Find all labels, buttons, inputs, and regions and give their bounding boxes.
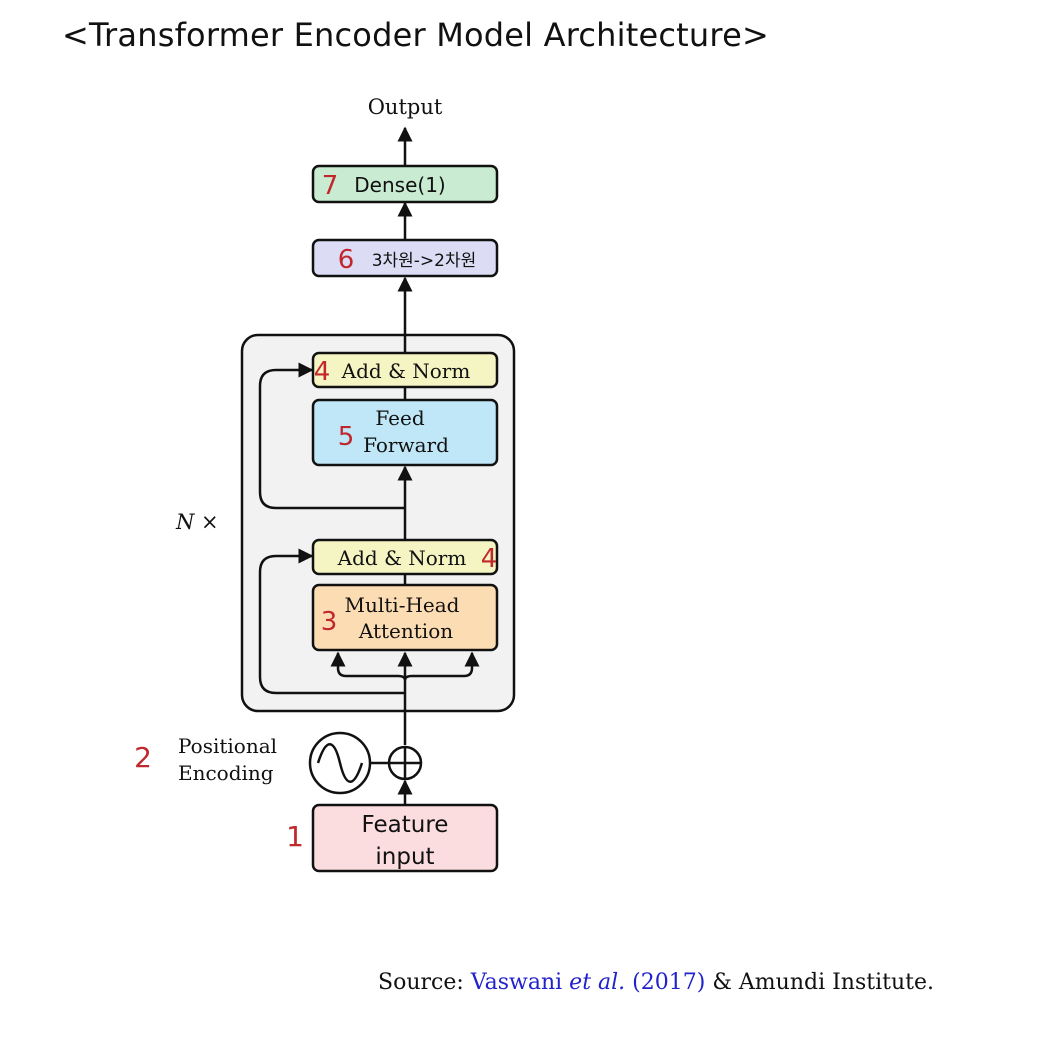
add-norm-bottom-box (311, 538, 499, 576)
source-etal: et al. (569, 970, 626, 995)
add-norm-bottom-block: Add & Norm 4 (311, 538, 499, 576)
multi-head-attention-box (311, 583, 499, 652)
source-suffix: & Amundi Institute. (705, 970, 934, 995)
add-norm-top-label: Add & Norm (341, 359, 471, 383)
reshape-label: 3차원->2차원 (372, 251, 477, 271)
feed-forward-box (311, 398, 499, 467)
source-prefix: Source: (378, 970, 471, 995)
attention-split-arrows (330, 651, 480, 681)
source-year: (2017) (625, 970, 706, 995)
residual-connections (258, 362, 405, 695)
positional-encoding-label: 2 Positional Encoding (134, 734, 277, 785)
add-norm-bottom-number: 4 (481, 544, 498, 574)
reshape-block: 6 3차원->2차원 (311, 238, 499, 278)
reshape-box (311, 238, 499, 278)
feed-forward-line2: Forward (363, 433, 449, 457)
feed-forward-number: 5 (338, 422, 355, 452)
positional-number: 2 (134, 741, 152, 774)
page-title: <Transformer Encoder Model Architecture> (62, 16, 769, 54)
feature-input-line1: Feature (362, 812, 449, 838)
feature-input-block: 1 Feature input (286, 803, 499, 873)
dense-block: 7 Dense(1) (311, 164, 499, 204)
multi-head-line1: Multi-Head (345, 593, 460, 617)
dense-number: 7 (322, 171, 339, 201)
feature-input-number: 1 (286, 820, 304, 853)
feature-input-box (311, 803, 499, 873)
dense-box (311, 164, 499, 204)
feature-input-line2: input (375, 844, 434, 870)
positional-line1: Positional (178, 734, 277, 758)
source-author: Vaswani (470, 970, 570, 995)
multi-head-attention-block: 3 Multi-Head Attention (311, 583, 499, 652)
add-norm-top-block: 4 Add & Norm (311, 351, 499, 389)
reshape-number: 6 (338, 245, 355, 275)
positional-line2: Encoding (178, 761, 274, 785)
add-norm-top-box (311, 351, 499, 389)
add-operator-icon (387, 745, 423, 781)
feed-forward-block: 5 Feed Forward (311, 398, 499, 467)
source-citation: Source: Vaswani et al. (2017) & Amundi I… (378, 970, 934, 995)
add-norm-top-number: 4 (314, 357, 331, 387)
positional-encoding-symbol (308, 731, 389, 795)
multi-head-number: 3 (321, 607, 338, 637)
multi-head-line2: Attention (358, 619, 453, 643)
repeat-n-label: N × (175, 510, 219, 534)
feed-forward-line1: Feed (375, 406, 424, 430)
output-label: Output (368, 95, 443, 119)
add-norm-bottom-label: Add & Norm (337, 546, 467, 570)
dense-label: Dense(1) (354, 173, 445, 197)
source-author-link[interactable]: Vaswani et al. (2017) (471, 970, 706, 995)
